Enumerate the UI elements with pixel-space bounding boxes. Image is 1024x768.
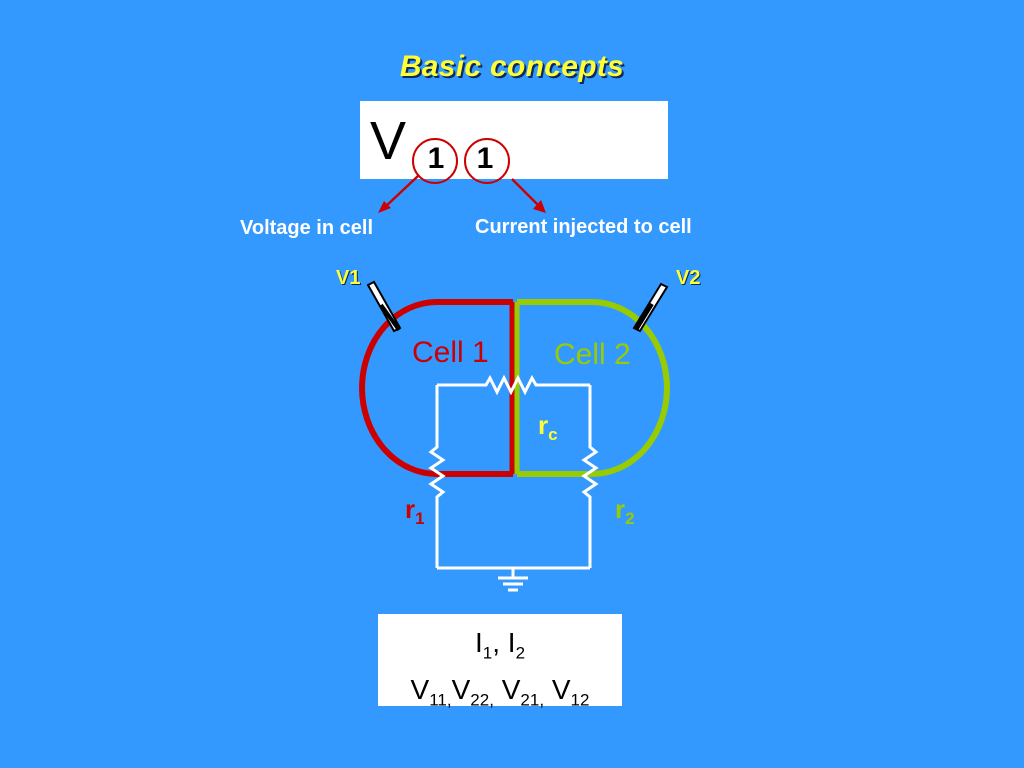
cell1-outline — [359, 299, 513, 477]
cell2-outline — [517, 299, 670, 477]
notation-symbol: V — [370, 111, 407, 171]
r2-label: r2 — [615, 494, 635, 529]
coupling-resistor-rc — [437, 374, 590, 396]
arrow-to-current-caption — [511, 178, 546, 213]
probe-label-v2: V2 — [676, 267, 701, 289]
slide-title: Basic concepts — [399, 50, 625, 83]
equation-line-currents: I1, I2 — [474, 627, 526, 663]
voltage-caption: Voltage in cell — [240, 217, 373, 239]
current-caption: Current injected to cell — [475, 216, 692, 238]
cell1-label: Cell 1 — [412, 336, 489, 369]
notation-box — [360, 101, 668, 179]
equivalent-circuit — [428, 374, 599, 578]
index-circle-first — [412, 138, 458, 184]
coupling-resistance-label: rc — [538, 410, 558, 445]
index-circle-second — [464, 138, 510, 184]
equation-line-voltages: V11,V22, V21, V12 — [410, 673, 590, 710]
arrow-to-voltage-caption — [378, 175, 419, 213]
resistor-r2 — [581, 385, 599, 568]
equations-box: I1, I2 V11,V22, V21, V12 — [378, 614, 622, 709]
resistor-r1 — [428, 385, 446, 568]
electrode-v2 — [632, 282, 669, 333]
probe-label-v1: V1 — [336, 267, 361, 289]
r1-label: r1 — [405, 494, 425, 529]
electrode-v1 — [366, 280, 402, 333]
notation-index-first: 1 — [427, 142, 445, 175]
cell2-label: Cell 2 — [554, 338, 631, 371]
ground-icon — [498, 576, 528, 592]
notation-index-second: 1 — [476, 142, 494, 175]
